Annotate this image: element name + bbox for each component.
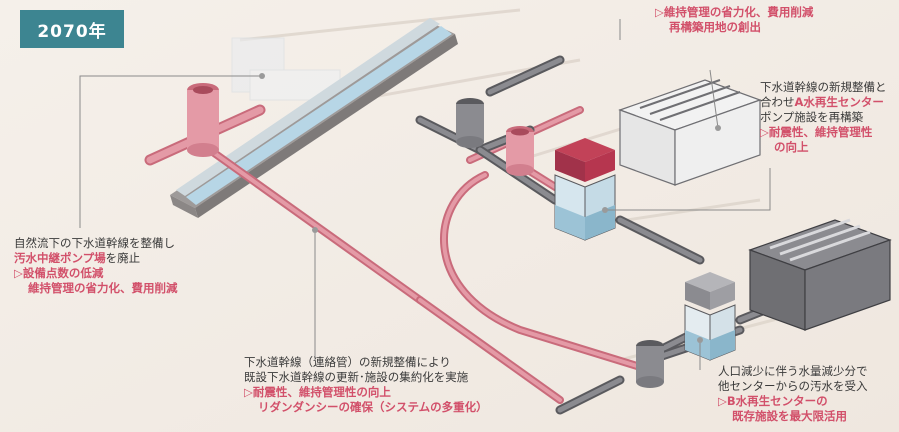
bottom-center-benefit2: リダンダンシーの確保（システムの多重化）: [258, 400, 488, 414]
right-top-note: 下水道幹線の新規整備と 合わせA水再生センター ポンプ施設を再構築 ▷耐震性、維…: [760, 80, 887, 155]
bottom-right-line1: 人口減少に伴う水量減少分で: [718, 364, 868, 378]
right-top-prefix: 合わせ: [760, 95, 795, 109]
right-top-benefit2: の向上: [774, 140, 809, 154]
top-benefit-line1: ▷維持管理の省力化、費用削減: [655, 5, 814, 19]
right-top-benefit1: ▷耐震性、維持管理性: [760, 125, 873, 139]
left-note-highlight: 汚水中継ポンプ場: [14, 251, 106, 265]
a-water-reclamation-center-icon: [618, 79, 762, 186]
bottom-center-line1: 下水道幹線（連絡管）の新規整備により: [244, 355, 451, 369]
trunk-sewer-channel: [170, 18, 458, 218]
left-note: 自然流下の下水道幹線を整備し 汚水中継ポンプ場を廃止 ▷設備点数の低減 維持管理…: [14, 236, 178, 296]
left-note-benefit1: ▷設備点数の低減: [14, 266, 104, 280]
b-water-reclamation-center-icon: [748, 218, 892, 331]
shaft-gray-bottom-icon: [636, 340, 664, 388]
pump-shaft-pink-small-icon: [506, 126, 534, 176]
bottom-right-benefit2: 既存施設を最大限活用: [732, 409, 847, 423]
ghost-tank-icon: [231, 37, 341, 101]
bottom-right-note: 人口減少に伴う水量減少分で 他センターからの汚水を受入 ▷B水再生センターの 既…: [718, 364, 868, 424]
pump-shaft-pink-icon: [187, 83, 219, 157]
left-note-benefit2: 維持管理の省力化、費用削減: [28, 281, 178, 295]
right-top-line2: 合わせA水再生センター: [760, 95, 887, 110]
left-note-line1: 自然流下の下水道幹線を整備し: [14, 236, 175, 250]
right-top-highlight: A水再生センター: [794, 95, 884, 109]
bottom-center-note: 下水道幹線（連絡管）の新規整備により 既設下水道幹線の更新･施設の集約化を実施 …: [244, 355, 488, 415]
bottom-right-benefit1: ▷B水再生センターの: [718, 394, 828, 408]
top-benefit: ▷維持管理の省力化、費用削減 再構築用地の創出: [655, 5, 813, 35]
leader-lines: [79, 19, 771, 370]
b-center-tank-icon: [684, 272, 736, 361]
left-note-suffix: を廃止: [105, 251, 141, 265]
bottom-center-benefit1: ▷耐震性、維持管理性の向上: [244, 385, 391, 399]
a-center-pump-tank-icon: [554, 138, 616, 241]
right-top-line3: ポンプ施設を再構築: [760, 110, 864, 124]
year-badge: 2070年: [20, 10, 124, 48]
bottom-center-line2: 既設下水道幹線の更新･施設の集約化を実施: [244, 370, 469, 384]
top-benefit-line2: 再構築用地の創出: [669, 20, 761, 34]
bottom-right-line2: 他センターからの汚水を受入: [718, 379, 868, 393]
shaft-gray-icon: [456, 98, 484, 148]
right-top-line1: 下水道幹線の新規整備と: [760, 80, 887, 94]
leader-dots: [259, 73, 721, 343]
left-note-line2: 汚水中継ポンプ場を廃止: [14, 251, 178, 266]
